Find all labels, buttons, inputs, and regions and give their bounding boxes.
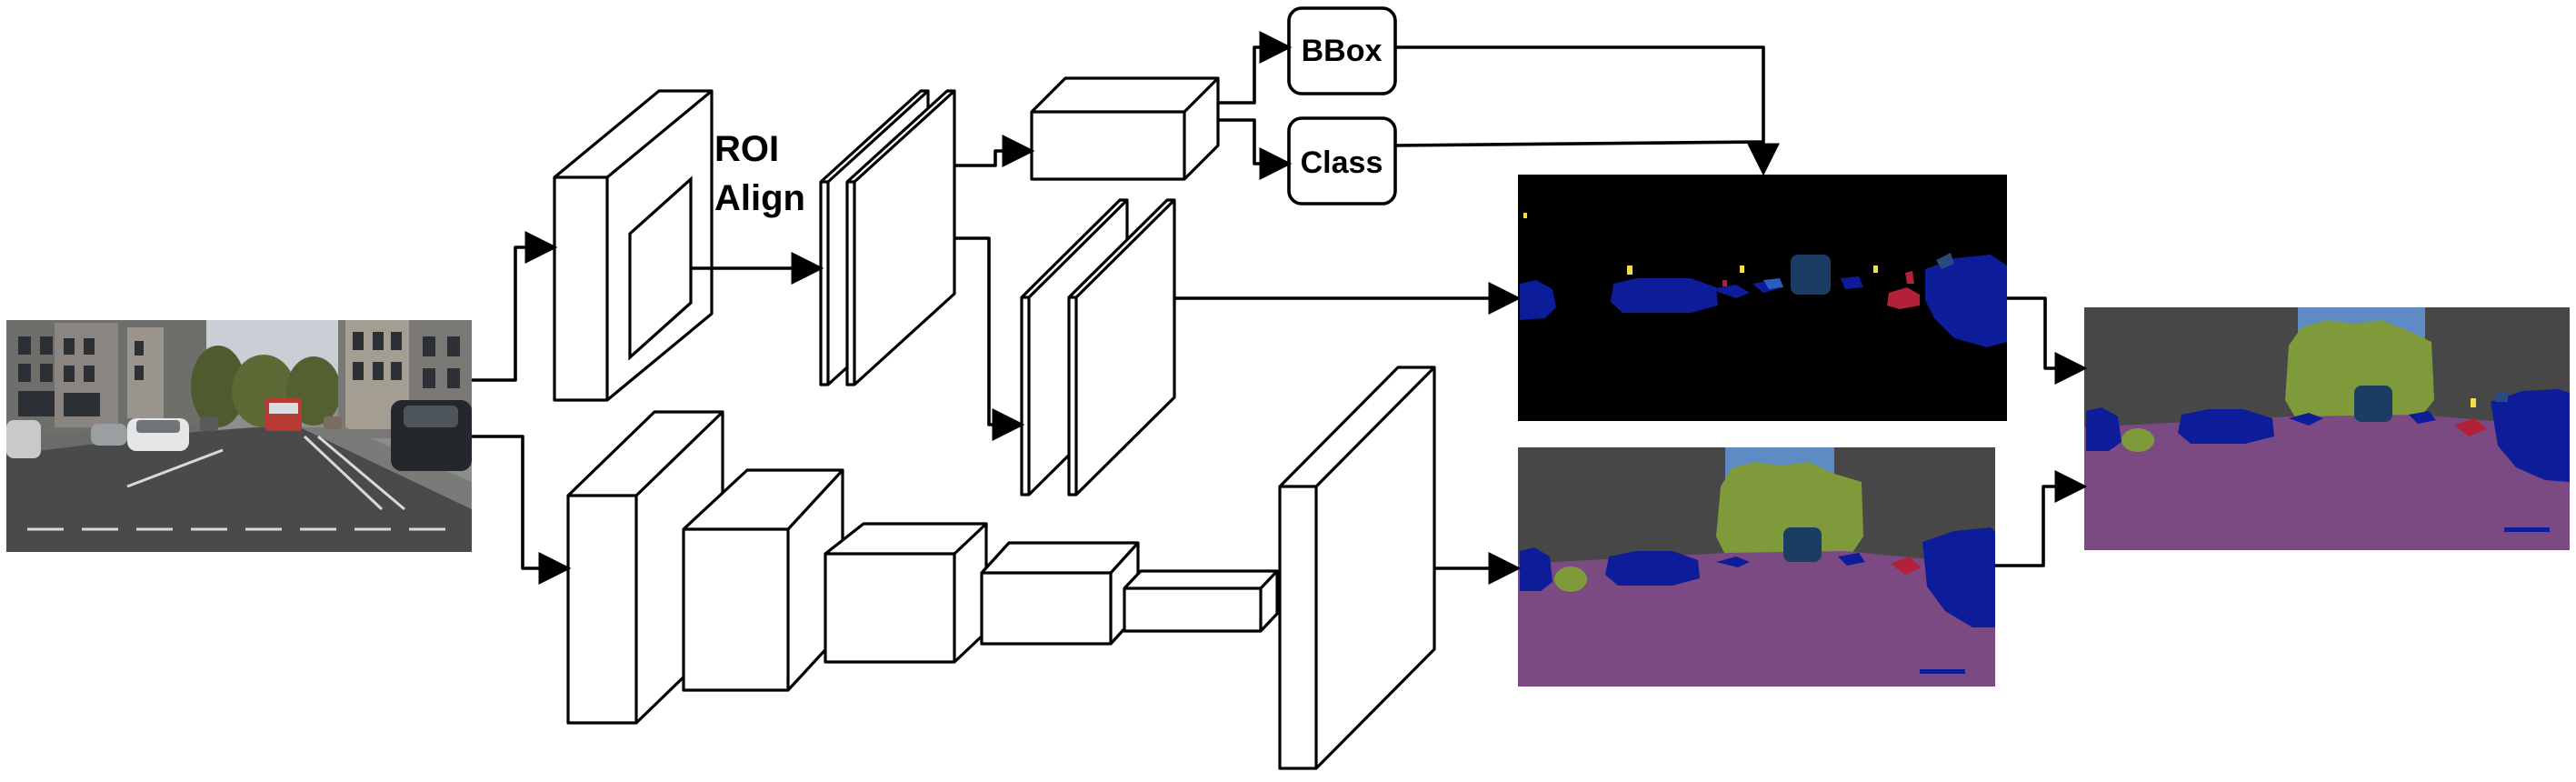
semantic-block-5 [1123, 569, 1279, 633]
instance-segmentation-output [1518, 175, 2007, 421]
arrow-fc-to-bbox [1218, 31, 1293, 105]
semantic-block-4 [980, 541, 1140, 646]
class-label: Class [1301, 145, 1383, 180]
fc-head-block [1030, 76, 1220, 181]
arrow-semantic-to-panoptic [1995, 470, 2088, 567]
input-street-image [6, 320, 472, 552]
semantic-block-3 [824, 522, 988, 664]
roi-align-label-line1: ROI [714, 129, 779, 169]
roi-feature-slab-front [845, 89, 956, 386]
arrow-photo-to-backbone [472, 231, 558, 382]
line-class-to-instance [1394, 140, 1764, 147]
arrow-fc-to-class [1218, 118, 1293, 180]
arrow-bbox-to-instance [1395, 45, 1780, 176]
mask-head-slab-front [1067, 198, 1176, 496]
bbox-output-box: BBox [1287, 6, 1397, 95]
arrow-photo-to-semantic-branch [472, 435, 572, 585]
arrow-roi-to-fc-head [954, 135, 1035, 167]
roi-align-label-line2: Align [714, 178, 805, 218]
panoptic-segmentation-output [2084, 307, 2570, 550]
semantic-segmentation-output [1518, 447, 1995, 687]
arrow-roi-to-mask-head [954, 236, 1025, 441]
bbox-label: BBox [1302, 34, 1383, 68]
roi-region [628, 175, 693, 361]
semantic-output-slab [1278, 366, 1436, 770]
arrow-instance-to-panoptic [2007, 296, 2088, 385]
class-output-box: Class [1287, 116, 1397, 206]
